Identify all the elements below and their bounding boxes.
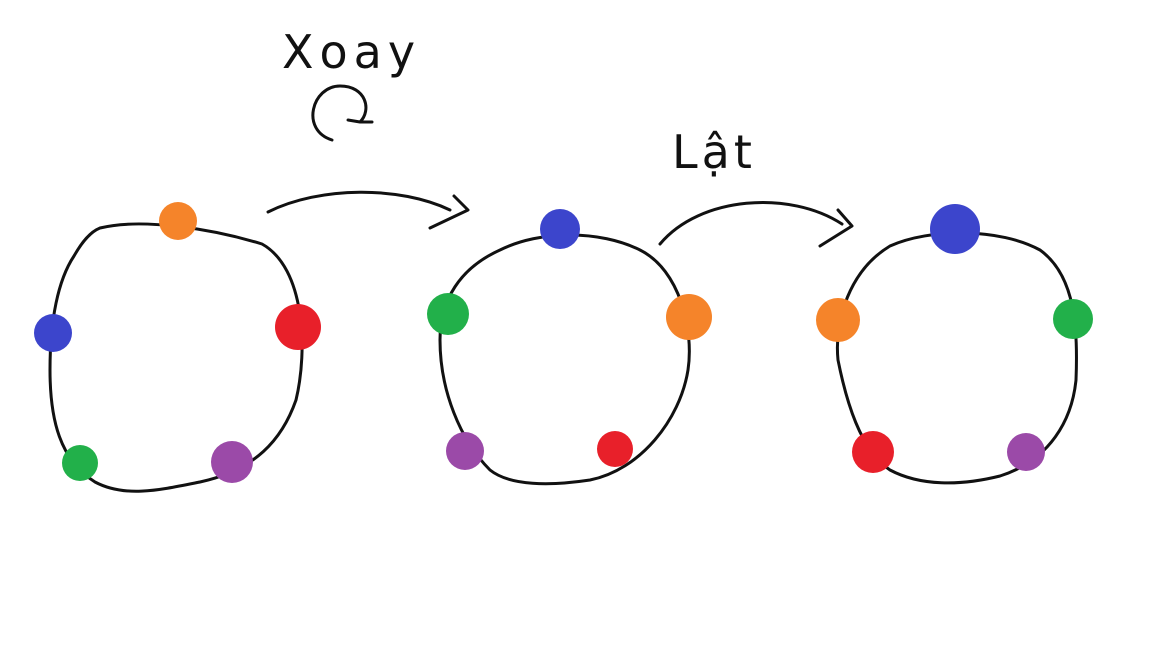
bead-red [852, 431, 894, 473]
ring-outline [48, 222, 304, 493]
bead-purple [446, 432, 484, 470]
bead-orange [666, 294, 712, 340]
ring-outline [438, 233, 691, 486]
ring-rotated [427, 209, 712, 486]
bead-blue [34, 314, 72, 352]
rotate-label: Xoay [282, 25, 421, 79]
flip-arrow [658, 201, 854, 248]
bead-blue [930, 204, 980, 254]
bead-red [597, 431, 633, 467]
ring-flipped [816, 204, 1093, 485]
bead-green [427, 293, 469, 335]
bead-red [275, 304, 321, 350]
rotate-arrow-icon [311, 84, 374, 142]
bead-orange [159, 202, 197, 240]
bead-purple [1007, 433, 1045, 471]
ring-outline [835, 231, 1079, 485]
bead-purple [211, 441, 253, 483]
bead-blue [540, 209, 580, 249]
bead-orange [816, 298, 860, 342]
bead-green [1053, 299, 1093, 339]
ring-original [34, 202, 321, 493]
rotate-arrow [266, 190, 470, 230]
bead-green [62, 445, 98, 481]
flip-label: Lật [672, 125, 756, 179]
